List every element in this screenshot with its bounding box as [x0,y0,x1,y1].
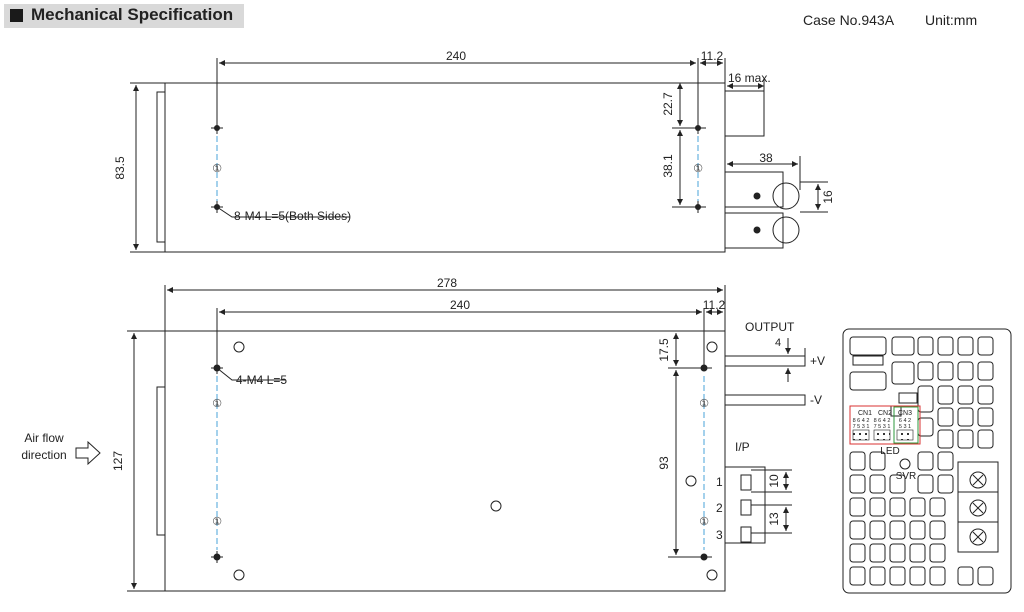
output-positive-label: +V [810,354,825,368]
output-dim-4: 4 [775,337,781,349]
end-panel-frame [842,328,1012,594]
airflow-label-line1: Air flow [24,431,64,445]
output-bolt-upper [772,182,800,210]
front-marker-top-left: ① [212,398,222,410]
panel-slot [852,355,884,366]
input-pin-3 [740,526,752,543]
front-dim-11-2: 11.2 [703,298,726,312]
top-dim-38-1: 38.1 [661,154,675,178]
front-view-holes [211,362,708,563]
output-bracket-lower [724,212,784,249]
top-dim-38: 38 [759,151,773,165]
led-label: LED [880,446,899,457]
front-view-side-flange [156,386,166,536]
airflow-arrow-icon [75,440,101,466]
front-marker-bottom-left: ① [212,516,222,528]
unit-label: Unit:mm [925,12,978,28]
output-title: OUTPUT [745,320,795,334]
top-view-hole-crosses [211,122,704,218]
output-terminal-positive [724,355,806,367]
connector-group-frame [849,405,921,445]
cn1-label: CN1 [858,410,872,417]
cn2-label: CN2 [878,410,892,417]
front-dim-17-5: 17.5 [657,338,671,362]
top-view-side-flange [156,91,166,243]
output-bolt-lower [772,216,800,244]
cn3-label: CN3 [898,410,912,417]
front-view-screws [233,341,718,581]
cn2-bottom-pins: 7 5 3 1 [874,424,891,430]
input-pin-2 [740,499,752,516]
front-hole-callout: 4-M4 L=5 [236,373,287,387]
front-dim-240: 240 [450,298,470,312]
cn3-bottom-pins: 5 3 1 [899,424,911,430]
front-dim-127: 127 [111,451,125,471]
top-view [130,58,828,253]
end-panel [842,328,1012,594]
top-hole-callout: 8-M4 L=5(Both Sides) [234,209,351,223]
svr-label: SVR [896,471,917,482]
input-dim-13: 13 [767,512,781,526]
top-marker-right: ① [693,163,703,175]
input-dim-10: 10 [767,474,781,488]
page-title: Mechanical Specification [31,5,234,24]
top-dim-240: 240 [446,49,466,63]
front-dim-93: 93 [657,456,671,470]
top-dim-11-2: 11.2 [701,49,724,63]
input-title: I/P [735,440,750,454]
cn1-bottom-pins: 7 5 3 1 [853,424,870,430]
top-marker-left: ① [212,163,222,175]
svr-potentiometer [899,458,911,470]
airflow-label-line2: direction [21,448,66,462]
output-negative-label: -V [810,393,822,407]
top-terminal-block [724,90,765,137]
front-marker-top-right: ① [699,398,709,410]
case-number: Case No.943A [803,12,895,28]
top-dim-16-max: 16 max. [728,71,771,85]
front-marker-bottom-right: ① [699,516,709,528]
output-terminal-negative [724,394,806,406]
input-terminal-block [957,461,999,553]
header-square-icon [10,9,23,22]
cn2-top-pins: 8 6 4 2 [874,418,891,424]
input-pin-1-label: 1 [716,475,723,489]
front-view [75,285,806,592]
front-view-body [164,330,726,592]
input-pin-3-label: 3 [716,528,723,542]
cn3-frame [893,406,919,444]
top-dim-83-5: 83.5 [113,156,127,180]
panel-connector-pins [852,429,914,441]
top-dim-16: 16 [821,190,835,204]
top-view-holes [214,125,701,210]
top-view-body [164,82,726,253]
cn1-top-pins: 8 6 4 2 [853,418,870,424]
header-bar [4,4,244,28]
top-dim-22-7: 22.7 [661,92,675,116]
input-pin-2-label: 2 [716,501,723,515]
output-bracket-upper [724,171,784,208]
front-dim-278: 278 [437,276,457,290]
cn3-top-pins: 6 4 2 [899,418,911,424]
input-pin-1 [740,474,752,491]
